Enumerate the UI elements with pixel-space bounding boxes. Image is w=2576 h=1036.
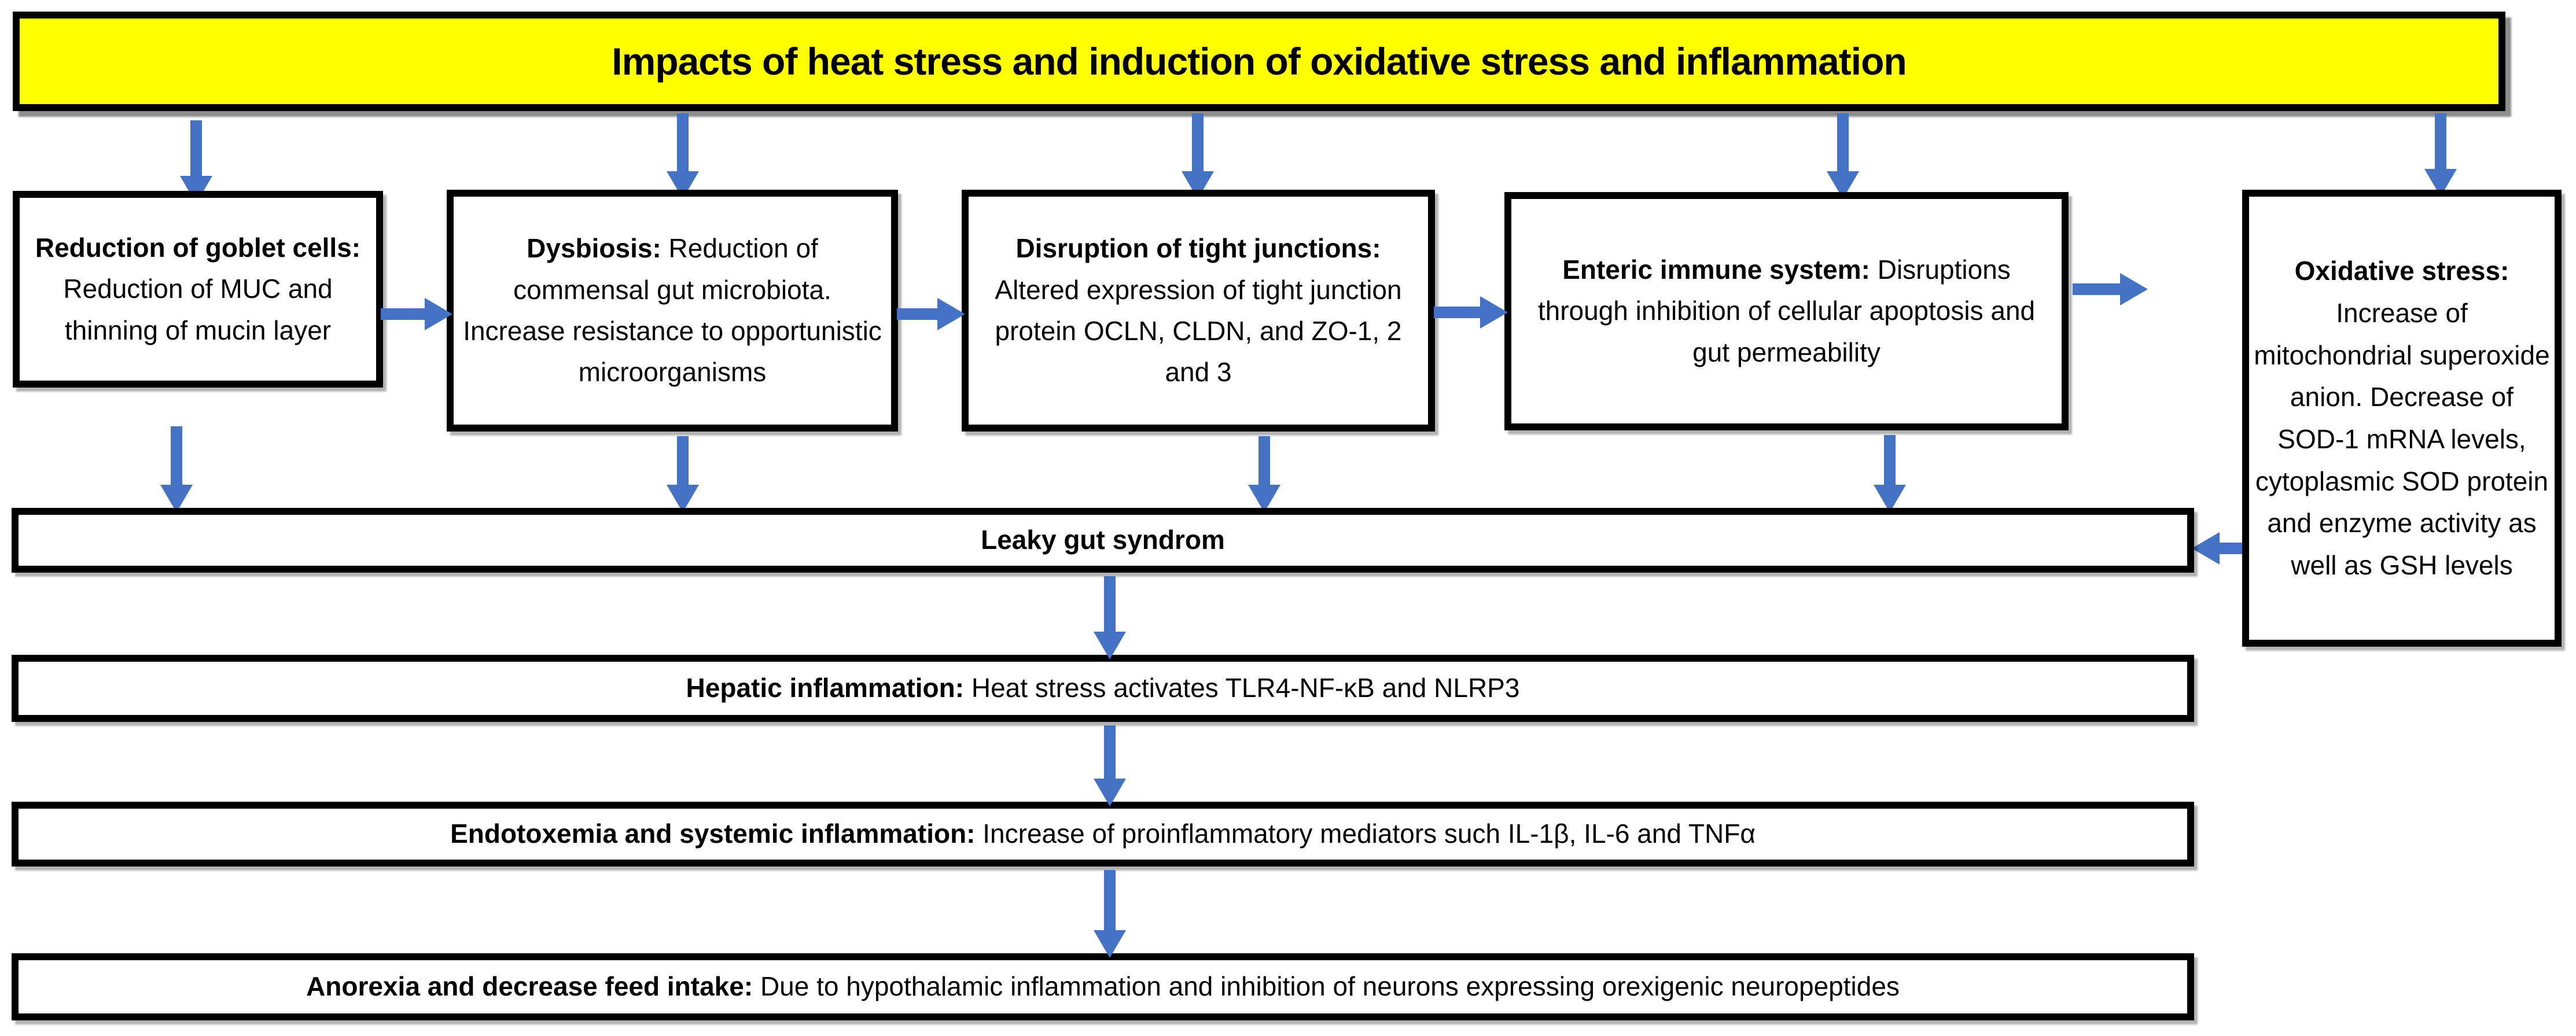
arrow-title-to-tight-junctions-icon [1182, 113, 1214, 199]
box-dysbiosis-heading: Dysbiosis: [527, 233, 661, 264]
arrow-title-to-dysbiosis-icon [667, 113, 699, 199]
box-enteric-immune-heading: Enteric immune system: [1562, 255, 1870, 285]
arrow-dysbiosis-to-leaky-gut-icon [667, 436, 699, 513]
bar-endotoxemia: Endotoxemia and systemic inflammation: I… [12, 802, 2194, 867]
arrow-enteric-to-oxidative-icon [2073, 273, 2148, 305]
arrow-leaky-gut-to-hepatic-icon [1094, 576, 1126, 659]
arrow-oxidative-to-leaky-gut-icon [2192, 532, 2242, 565]
box-oxidative-stress-body: Increase of mitochondrial superoxide ani… [2254, 297, 2550, 581]
box-enteric-immune-body: Disruptions through inhibition of cellul… [1537, 255, 2036, 367]
bar-anorexia-text: Anorexia and decrease feed intake: Due t… [295, 971, 1911, 1002]
arrow-tight-junctions-to-enteric-icon [1434, 296, 1508, 329]
bar-endotoxemia-heading: Endotoxemia and systemic inflammation: [450, 819, 976, 849]
box-goblet-body: Reduction of MUC and thinning of mucin l… [63, 274, 333, 345]
box-oxidative-stress: Oxidative stress: Increase of mitochondr… [2242, 190, 2562, 647]
bar-anorexia: Anorexia and decrease feed intake: Due t… [12, 953, 2194, 1020]
title-banner: Impacts of heat stress and induction of … [13, 12, 2505, 111]
arrow-endotoxemia-to-anorexia-icon [1094, 870, 1126, 958]
arrow-dysbiosis-to-tight-junctions-icon [897, 298, 965, 330]
box-enteric-immune-text: Enteric immune system: Disruptions throu… [1511, 246, 2062, 377]
box-oxidative-stress-text: Oxidative stress: Increase of mitochondr… [2249, 248, 2555, 588]
box-enteric-immune: Enteric immune system: Disruptions throu… [1504, 192, 2069, 430]
arrow-goblet-to-leaky-gut-icon [160, 426, 193, 513]
bar-leaky-gut-heading: Leaky gut syndrom [981, 525, 1225, 555]
arrow-title-to-enteric-icon [1827, 113, 1859, 199]
box-tight-junctions: Disruption of tight junctions: Altered e… [962, 190, 1435, 432]
arrow-enteric-to-leaky-gut-icon [1874, 435, 1906, 513]
box-goblet-text: Reduction of goblet cells: Reduction of … [20, 224, 376, 355]
arrow-tight-junctions-to-leaky-gut-icon [1248, 436, 1280, 513]
bar-hepatic-inflammation: Hepatic inflammation: Heat stress activa… [12, 655, 2194, 722]
box-dysbiosis: Dysbiosis: Reduction of commensal gut mi… [447, 190, 898, 432]
box-tight-junctions-heading: Disruption of tight junctions: [1015, 233, 1381, 264]
box-oxidative-stress-heading: Oxidative stress: [2294, 256, 2509, 286]
title-text: Impacts of heat stress and induction of … [612, 40, 1907, 83]
arrow-hepatic-to-endotoxemia-icon [1094, 725, 1126, 806]
bar-hepatic-body: Heat stress activates TLR4-NF-κB and NLR… [964, 673, 1520, 703]
bar-anorexia-body: Due to hypothalamic inflammation and inh… [753, 971, 1900, 1002]
bar-endotoxemia-text: Endotoxemia and systemic inflammation: I… [439, 818, 1767, 850]
box-dysbiosis-text: Dysbiosis: Reduction of commensal gut mi… [454, 224, 891, 396]
bar-hepatic-heading: Hepatic inflammation: [686, 673, 965, 703]
box-goblet-heading: Reduction of goblet cells: [35, 233, 361, 263]
bar-hepatic-text: Hepatic inflammation: Heat stress activa… [675, 672, 1532, 704]
bar-anorexia-heading: Anorexia and decrease feed intake: [306, 971, 753, 1002]
box-tight-junctions-body: Altered expression of tight junction pro… [995, 274, 1402, 388]
bar-leaky-gut-syndrom: Leaky gut syndrom [12, 508, 2194, 573]
arrow-goblet-to-dysbiosis-icon [381, 298, 452, 330]
box-dysbiosis-body: Reduction of commensal gut microbiota. I… [463, 233, 882, 388]
box-tight-junctions-text: Disruption of tight junctions: Altered e… [969, 224, 1428, 396]
arrow-title-to-oxidative-icon [2424, 113, 2457, 197]
bar-leaky-gut-text: Leaky gut syndrom [969, 524, 1237, 556]
bar-endotoxemia-body: Increase of proinflammatory mediators su… [975, 819, 1756, 849]
box-goblet-cells: Reduction of goblet cells: Reduction of … [13, 191, 383, 388]
